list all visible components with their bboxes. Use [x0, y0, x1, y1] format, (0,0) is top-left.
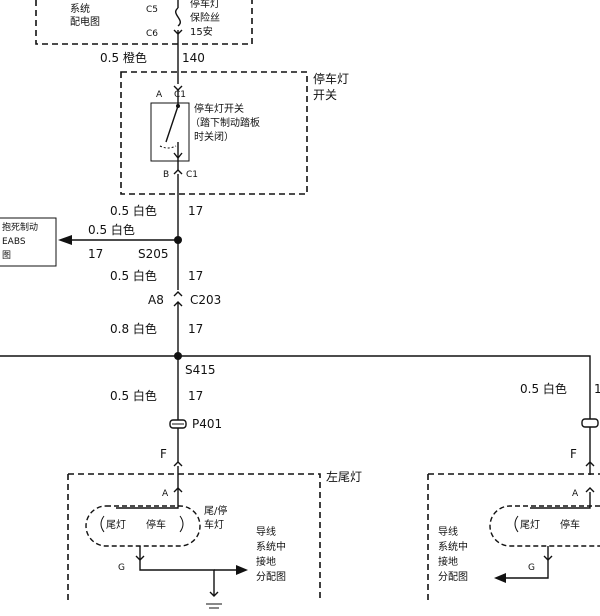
switch-title-line-2: 开关 [313, 88, 337, 102]
splice-s415-label: S415 [185, 363, 216, 377]
switch-pin-b: B [163, 170, 169, 180]
switch-pin-a: A [156, 90, 163, 100]
fuse-icon [175, 7, 181, 27]
wire-17-b-gauge-color: 0.5 白色 [110, 268, 157, 283]
left-lamp-title: 左尾灯 [326, 469, 362, 484]
fuse-line-3: 15安 [190, 25, 213, 38]
abs-wire-circuit: 17 [88, 247, 103, 261]
wire-left-circuit: 17 [188, 389, 203, 403]
wire-right-circuit: 1 [594, 382, 600, 396]
wire-17-b-circuit: 17 [188, 269, 203, 283]
abs-arrow-icon [58, 235, 72, 245]
left-lamp-pin-a: A [162, 489, 169, 499]
left-tail-lamp-box [68, 473, 321, 598]
connector-c203-name: C203 [190, 293, 221, 307]
right-connector-icon [581, 418, 599, 428]
left-lamp-pin-g: G [118, 563, 125, 573]
wire-17-c-gauge-color: 0.8 白色 [110, 321, 157, 336]
abs-box-line-2: EABS [2, 237, 26, 247]
wire-140-circuit: 140 [182, 51, 205, 65]
left-bulb-icon [85, 505, 201, 547]
power-distribution-box [35, 0, 253, 45]
right-lamp-pin-g: G [528, 563, 535, 573]
left-lamp-tail-label: 尾灯 [106, 519, 126, 531]
wire-140-gauge-color: 0.5 橙色 [100, 50, 147, 65]
abs-wire-gauge-color: 0.5 白色 [88, 222, 135, 237]
right-ground-line-4: 分配图 [438, 571, 468, 583]
left-ground-arrow-icon [236, 565, 248, 575]
wire-left-gauge-color: 0.5 白色 [110, 388, 157, 403]
right-lamp-stop-label: 停车 [560, 518, 580, 531]
connector-p401-label: P401 [192, 417, 222, 431]
switch-pin-b-connector: C1 [186, 170, 198, 180]
wire-right-gauge-color: 0.5 白色 [520, 381, 567, 396]
left-ground-line-3: 接地 [256, 555, 276, 568]
switch-desc-line-2: （踏下制动踏板 [190, 116, 260, 129]
connector-c1-bottom-icon [173, 169, 183, 175]
left-lamp-stop-label: 停车 [146, 518, 166, 531]
connector-c203-pin: A8 [148, 293, 164, 307]
switch-desc-line-1: 停车灯开关 [194, 102, 244, 115]
power-box-line-1: 系统 [70, 2, 90, 15]
fuse-line-1: 停车灯 [190, 0, 220, 10]
connector-c5: C5 [146, 5, 158, 15]
wire-17-c-circuit: 17 [188, 322, 203, 336]
connector-c6: C6 [146, 29, 158, 39]
wire-17-a-gauge-color: 0.5 白色 [110, 203, 157, 218]
fuse-line-2: 保险丝 [190, 11, 220, 24]
right-lamp-pin-a: A [572, 489, 579, 499]
left-ground-line-1: 导线 [256, 525, 276, 538]
right-ground-arrow-icon [494, 573, 506, 583]
left-lamp-pin-f: F [160, 447, 167, 461]
right-lamp-pin-f: F [570, 447, 577, 461]
right-ground-line-3: 接地 [438, 555, 458, 568]
switch-icon [150, 102, 190, 162]
right-ground-line-2: 系统中 [438, 540, 468, 553]
right-lamp-tail-label: 尾灯 [520, 519, 540, 531]
right-ground-line-1: 导线 [438, 525, 458, 538]
switch-desc-line-3: 时关闭） [194, 130, 234, 143]
left-ground-line-4: 分配图 [256, 571, 286, 583]
wire-17-a-circuit: 17 [188, 204, 203, 218]
left-lamp-bulb-line-1: 尾/停 [204, 504, 227, 517]
switch-pin-a-connector: C1 [174, 90, 186, 100]
abs-box-line-3: 图 [2, 250, 11, 261]
stop-lamp-switch-box [120, 71, 308, 195]
connector-c203-icon [173, 291, 183, 297]
left-ground-line-2: 系统中 [256, 540, 286, 553]
splice-s205-label: S205 [138, 247, 169, 261]
abs-box-line-1: 抱死制动 [2, 221, 38, 233]
right-bulb-icon [489, 505, 600, 547]
switch-title-line-1: 停车灯 [313, 71, 349, 86]
power-box-line-2: 配电图 [70, 15, 100, 28]
left-lamp-bulb-line-2: 车灯 [204, 518, 224, 531]
